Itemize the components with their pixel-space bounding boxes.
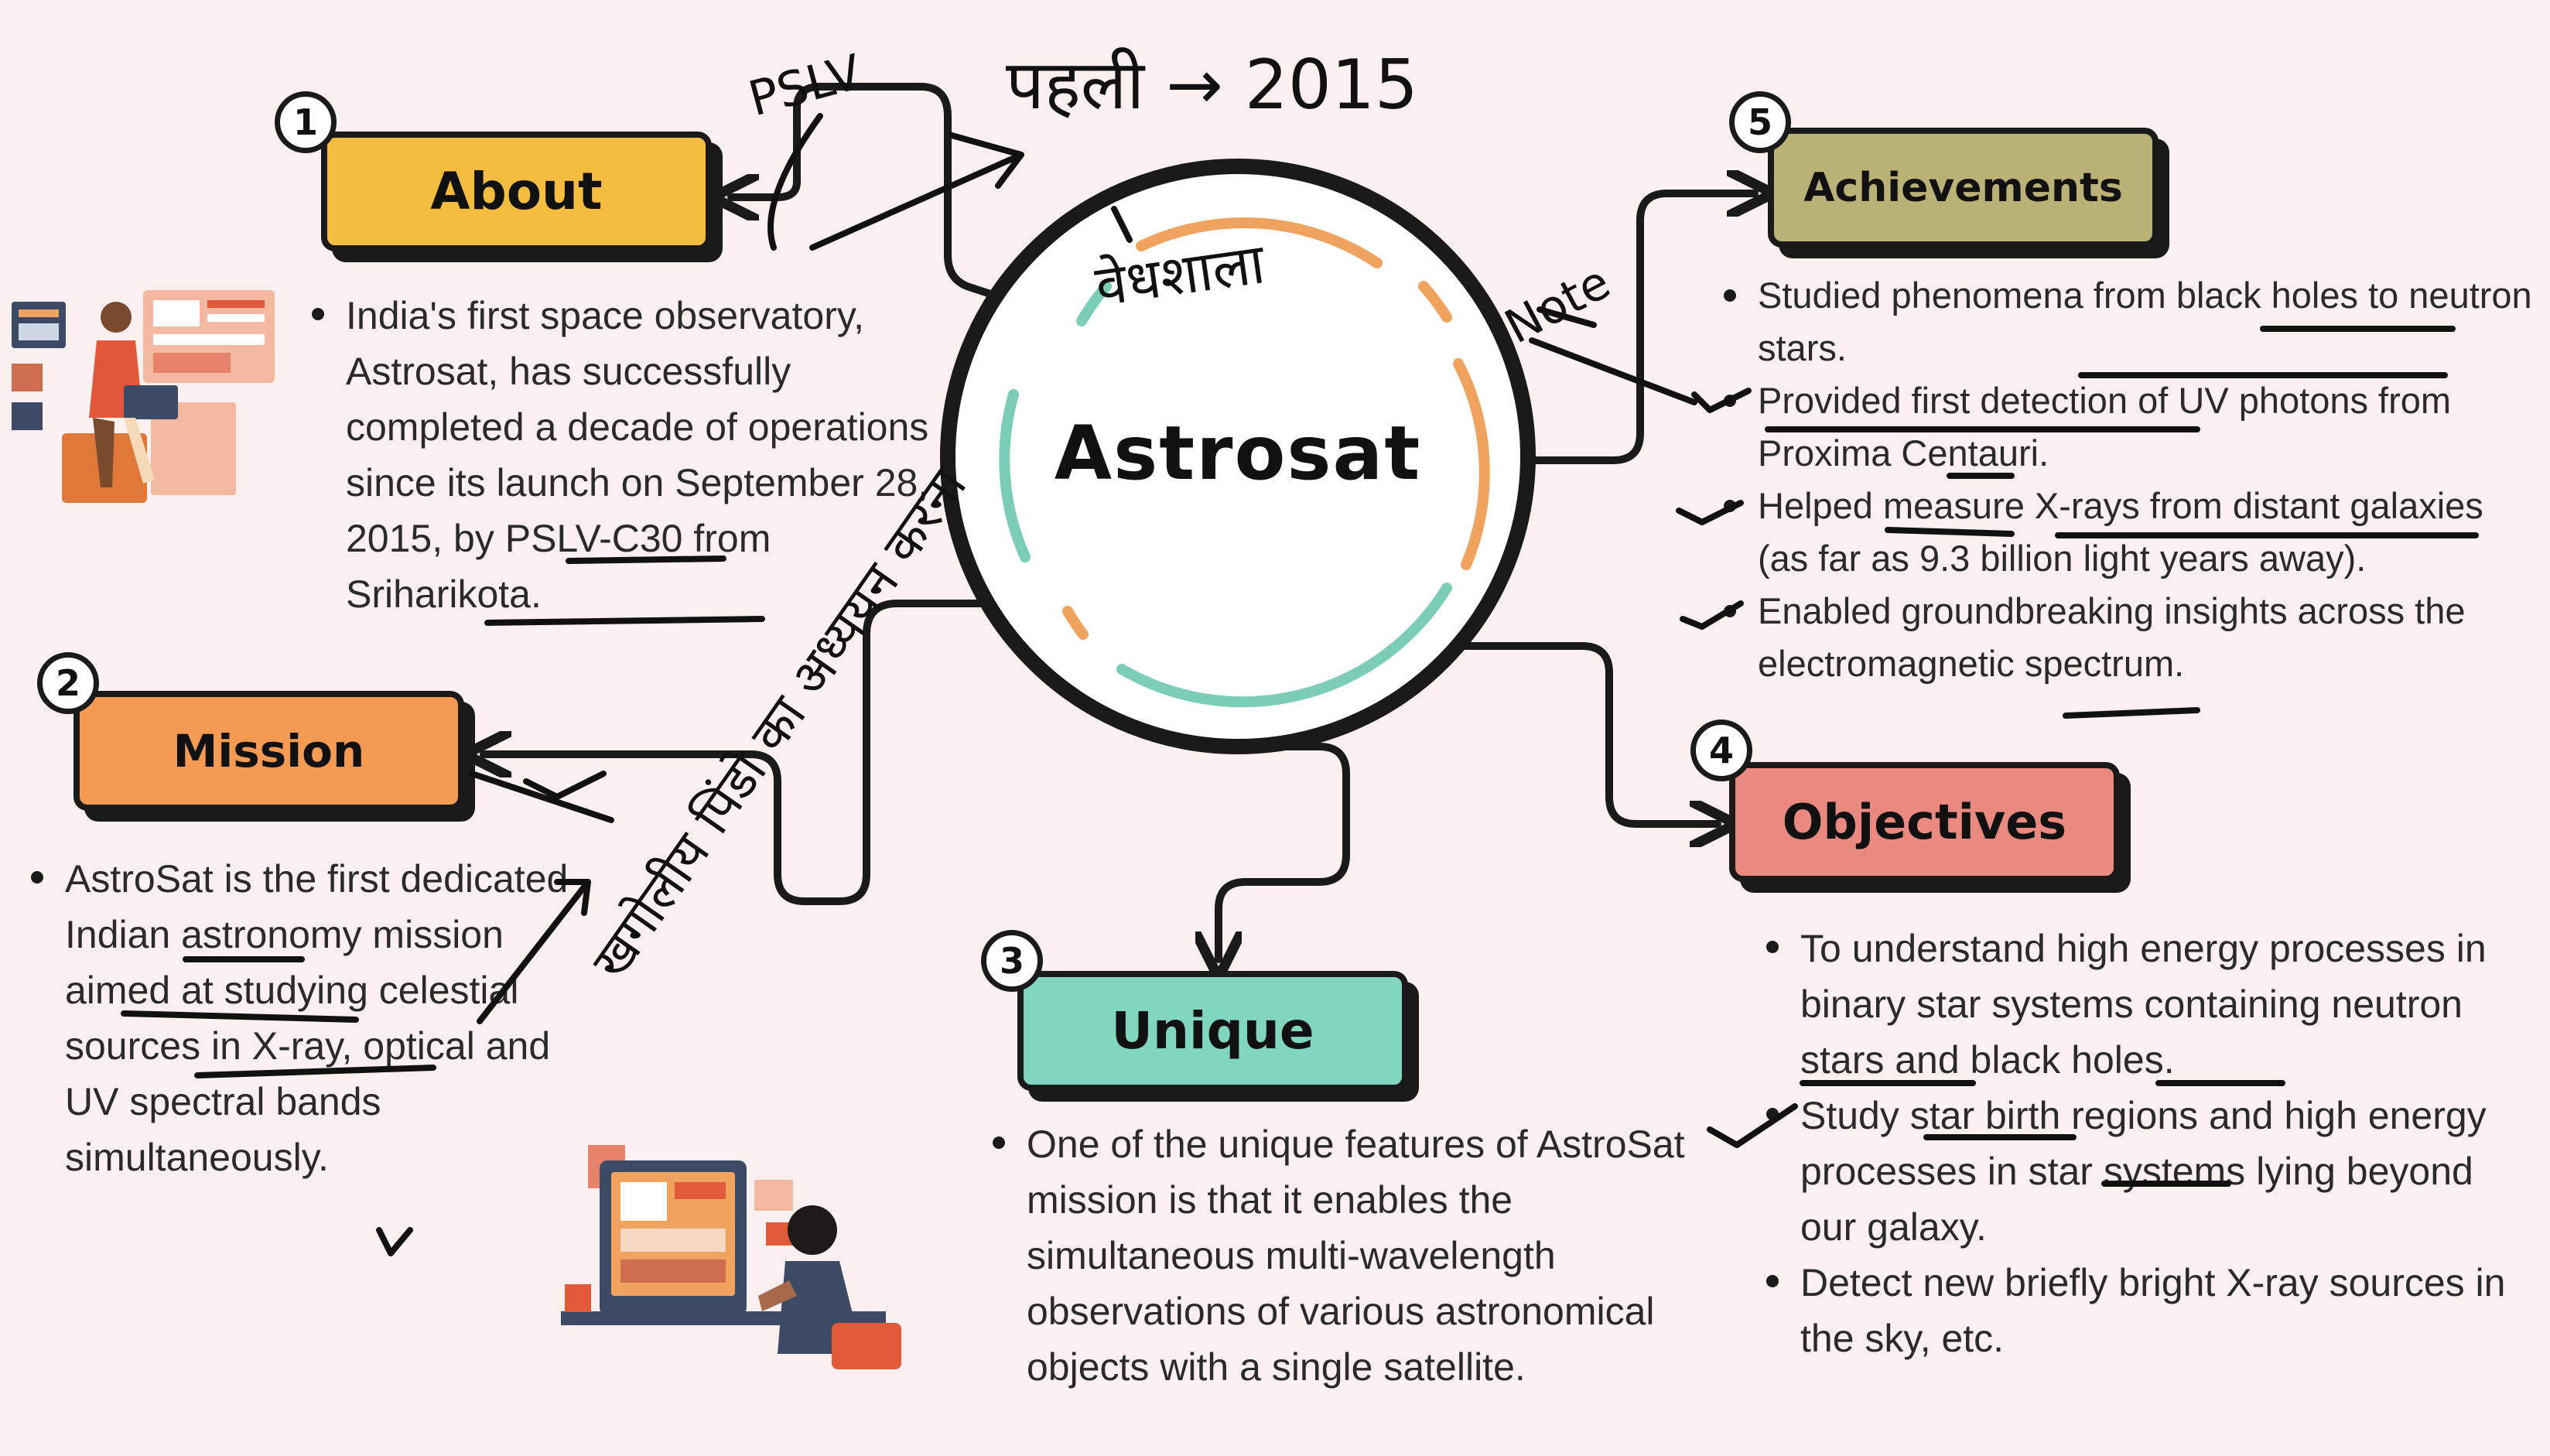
achievements-bullet: Studied phenomena from black holes to ne…	[1724, 269, 2541, 374]
unique-heading: Unique	[1111, 1001, 1314, 1061]
about-bullet-list: India's first space observatory, Astrosa…	[298, 288, 955, 622]
center-circle	[940, 159, 1536, 754]
check-mark	[523, 771, 607, 800]
woman-desk-illustration	[561, 1145, 901, 1369]
handwritten-study-note: खगोलीय पिंडो का अध्ययन करना	[580, 456, 979, 989]
objectives-heading: Objectives	[1782, 794, 2067, 850]
handwritten-arrow	[949, 132, 1024, 189]
unique-connector	[1219, 743, 1350, 959]
handwritten-arrow	[767, 113, 823, 251]
achievements-bullet-list: Studied phenomena from black holes to ne…	[1710, 269, 2541, 690]
check-mark	[1691, 388, 1752, 413]
underline-stroke	[469, 771, 614, 823]
achievements-connector	[1532, 193, 1755, 464]
underline-stroke	[484, 616, 765, 626]
objectives-heading-box: Objectives	[1729, 762, 2120, 882]
handwritten-note-mark: Note	[1496, 255, 1619, 354]
about-bullet: India's first space observatory, Astrosa…	[312, 288, 955, 622]
underline-stroke	[194, 1065, 436, 1078]
about-heading-box: About	[321, 132, 712, 251]
achievements-bullet: Provided first detection of UV photons f…	[1724, 374, 2541, 480]
handwritten-arrow	[1529, 337, 1697, 405]
handwritten-arrow	[1111, 206, 1133, 243]
unique-number-badge: 3	[981, 930, 1043, 992]
objectives-connector	[1458, 642, 1718, 824]
achievements-heading: Achievements	[1803, 164, 2123, 211]
mission-heading: Mission	[173, 724, 365, 778]
check-mark	[1676, 500, 1744, 525]
check-mark	[1680, 600, 1744, 630]
check-mark	[1707, 1103, 1798, 1148]
about-connector	[731, 83, 994, 298]
underline-stroke	[2063, 707, 2200, 719]
mission-connector	[484, 600, 1010, 905]
handwritten-observatory: वेधशाला	[1092, 231, 1270, 319]
about-number-badge: 1	[275, 91, 337, 153]
achievements-heading-box: Achievements	[1768, 128, 2159, 248]
objectives-bullet: Study star birth regions and high energy…	[1766, 1088, 2526, 1255]
achievements-number-badge: 5	[1729, 91, 1791, 153]
objectives-number-badge: 4	[1690, 719, 1752, 781]
mission-bullet-list: AstroSat is the first dedicated Indian a…	[17, 851, 574, 1185]
center-title: Astrosat	[1054, 410, 1422, 497]
about-heading: About	[430, 162, 603, 221]
underline-stroke	[121, 1010, 359, 1023]
underline-stroke	[566, 555, 726, 564]
mission-heading-box: Mission	[73, 691, 464, 811]
achievements-bullet: Helped measure X-rays from distant galax…	[1724, 480, 2541, 585]
unique-heading-box: Unique	[1017, 971, 1408, 1091]
handwritten-pslv: PSLV	[743, 43, 867, 128]
achievements-bullet: Enabled groundbreaking insights across t…	[1724, 585, 2541, 690]
objectives-bullet: Detect new briefly bright X-ray sources …	[1766, 1255, 2526, 1366]
objectives-bullet: To understand high energy processes in b…	[1766, 921, 2526, 1088]
handwritten-year-note: पहली → 2015	[1006, 45, 1418, 125]
handwritten-arrow	[809, 152, 1024, 251]
handwritten-arrow	[554, 879, 591, 916]
handwritten-arrow	[477, 879, 591, 1024]
person-laptop-illustration	[12, 290, 275, 503]
handwritten-arrow	[1536, 306, 1597, 328]
mission-bullet: AstroSat is the first dedicated Indian a…	[31, 851, 574, 1185]
objectives-bullet-list: To understand high energy processes in b…	[1752, 921, 2526, 1366]
unique-bullet-list: One of the unique features of AstroSat m…	[979, 1116, 1714, 1395]
mission-number-badge: 2	[37, 652, 99, 714]
unique-bullet: One of the unique features of AstroSat m…	[993, 1116, 1714, 1395]
check-mark	[376, 1227, 413, 1256]
underline-stroke	[1885, 527, 2015, 537]
